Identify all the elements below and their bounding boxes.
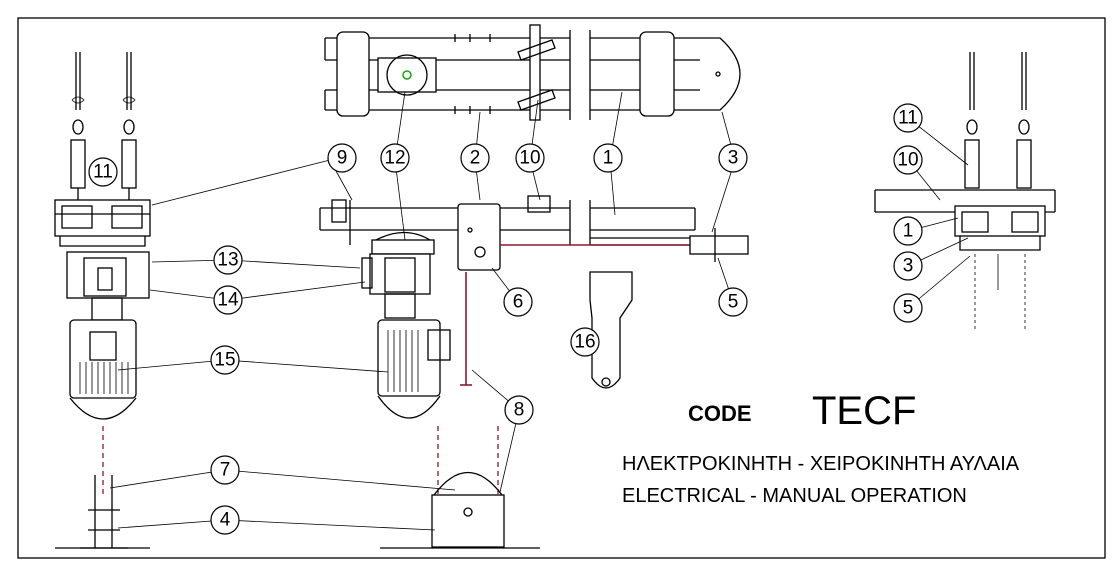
part-16-bracket <box>589 271 633 389</box>
greek-title: ΗΛΕΚΤΡΟΚΙΝΗΤΗ - ΧΕΙΡΟΚΙΝΗΤΗ ΑΥΛΑΙΑ <box>622 453 1020 475</box>
svg-text:9: 9 <box>337 148 348 169</box>
svg-text:12: 12 <box>384 148 405 169</box>
svg-text:16: 16 <box>574 332 595 353</box>
code-value: TECF <box>812 389 916 433</box>
callout-4: 4 <box>210 505 240 535</box>
callout-5-center: 5 <box>718 287 748 317</box>
callout-bubbles: 9 12 2 10 1 3 11 13 14 6 5 16 15 8 7 4 1… <box>88 103 923 535</box>
callout-8: 8 <box>504 395 534 425</box>
code-label: CODE <box>688 401 752 426</box>
elevation-view <box>319 195 749 549</box>
svg-text:3: 3 <box>903 256 914 277</box>
callout-9: 9 <box>327 143 357 173</box>
callout-10-right: 10 <box>893 145 923 175</box>
callout-1: 1 <box>593 143 623 173</box>
svg-text:3: 3 <box>728 148 739 169</box>
callout-6: 6 <box>503 287 533 317</box>
svg-text:4: 4 <box>220 510 231 531</box>
svg-text:15: 15 <box>214 350 235 371</box>
callout-11-right: 11 <box>893 103 923 133</box>
callout-1-right: 1 <box>893 216 923 246</box>
svg-text:7: 7 <box>220 460 231 481</box>
callout-12: 12 <box>380 143 410 173</box>
svg-text:8: 8 <box>514 400 525 421</box>
svg-text:10: 10 <box>519 148 540 169</box>
callout-3: 3 <box>718 143 748 173</box>
callout-5-right: 5 <box>893 293 923 323</box>
callout-14: 14 <box>213 285 243 315</box>
svg-text:5: 5 <box>903 298 914 319</box>
callout-2: 2 <box>460 143 490 173</box>
left-side-view <box>54 52 151 549</box>
callout-13: 13 <box>213 245 243 275</box>
callout-3-right: 3 <box>893 251 923 281</box>
svg-text:5: 5 <box>728 292 739 313</box>
english-title: ELECTRICAL - MANUAL OPERATION <box>622 485 967 507</box>
svg-text:2: 2 <box>470 148 481 169</box>
plan-view-rails <box>324 24 741 121</box>
callout-15: 15 <box>210 345 240 375</box>
callout-10: 10 <box>515 143 545 173</box>
sheet-border <box>17 17 1106 559</box>
svg-text:1: 1 <box>603 148 614 169</box>
svg-text:11: 11 <box>93 162 113 183</box>
svg-text:11: 11 <box>898 108 918 129</box>
title-block: CODE TECF ΗΛΕΚΤΡΟΚΙΝΗΤΗ - ΧΕΙΡΟΚΙΝΗΤΗ ΑΥ… <box>622 389 1020 507</box>
callout-16: 16 <box>570 327 600 357</box>
callout-11-left: 11 <box>88 157 118 187</box>
svg-text:6: 6 <box>513 292 524 313</box>
svg-text:10: 10 <box>897 150 918 171</box>
svg-text:13: 13 <box>217 250 238 271</box>
right-side-view <box>874 52 1056 330</box>
svg-text:14: 14 <box>217 290 239 311</box>
callout-7: 7 <box>210 455 240 485</box>
svg-text:1: 1 <box>903 221 914 242</box>
